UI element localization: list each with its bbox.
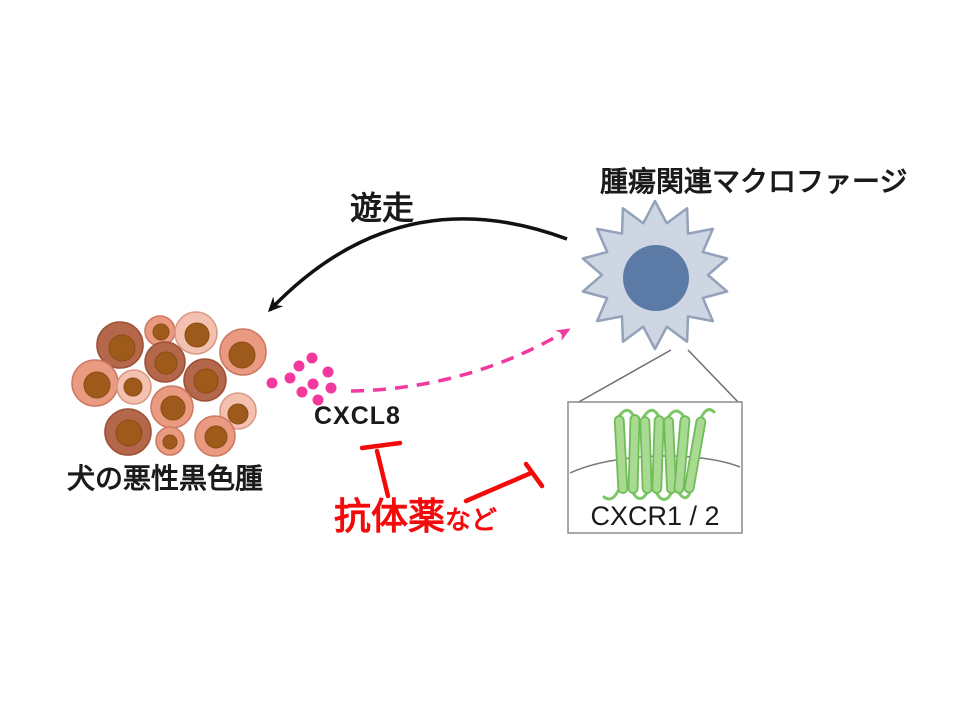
tumor-label: 犬の悪性黒色腫 bbox=[67, 463, 264, 494]
receptor-box bbox=[567, 401, 743, 534]
cxcl8-label: CXCL8 bbox=[314, 402, 401, 430]
inhibitor-label-suffix: など bbox=[445, 505, 498, 535]
migration-arrow bbox=[267, 217, 568, 313]
cxcl8-dots-icon bbox=[266, 352, 337, 406]
receptor-helices-icon bbox=[602, 408, 716, 501]
receptor-label: CXCR1 / 2 bbox=[590, 501, 720, 531]
cxcl8-signal-arrow bbox=[350, 328, 571, 393]
macrophage-label: 腫瘍関連マクロファージ bbox=[600, 166, 908, 197]
inhibitor-label-main: 抗体薬 bbox=[334, 496, 445, 537]
inhibitor-label: 抗体薬など bbox=[334, 496, 497, 539]
tumor-cells-icon bbox=[71, 311, 267, 457]
inhibition-bar-cxcl8 bbox=[359, 440, 403, 499]
migration-label: 遊走 bbox=[350, 190, 415, 226]
callout-lines bbox=[576, 349, 740, 404]
macrophage-icon bbox=[581, 199, 729, 351]
inhibition-bar-cxcr bbox=[463, 461, 545, 504]
macrophage-nucleus bbox=[623, 245, 689, 311]
